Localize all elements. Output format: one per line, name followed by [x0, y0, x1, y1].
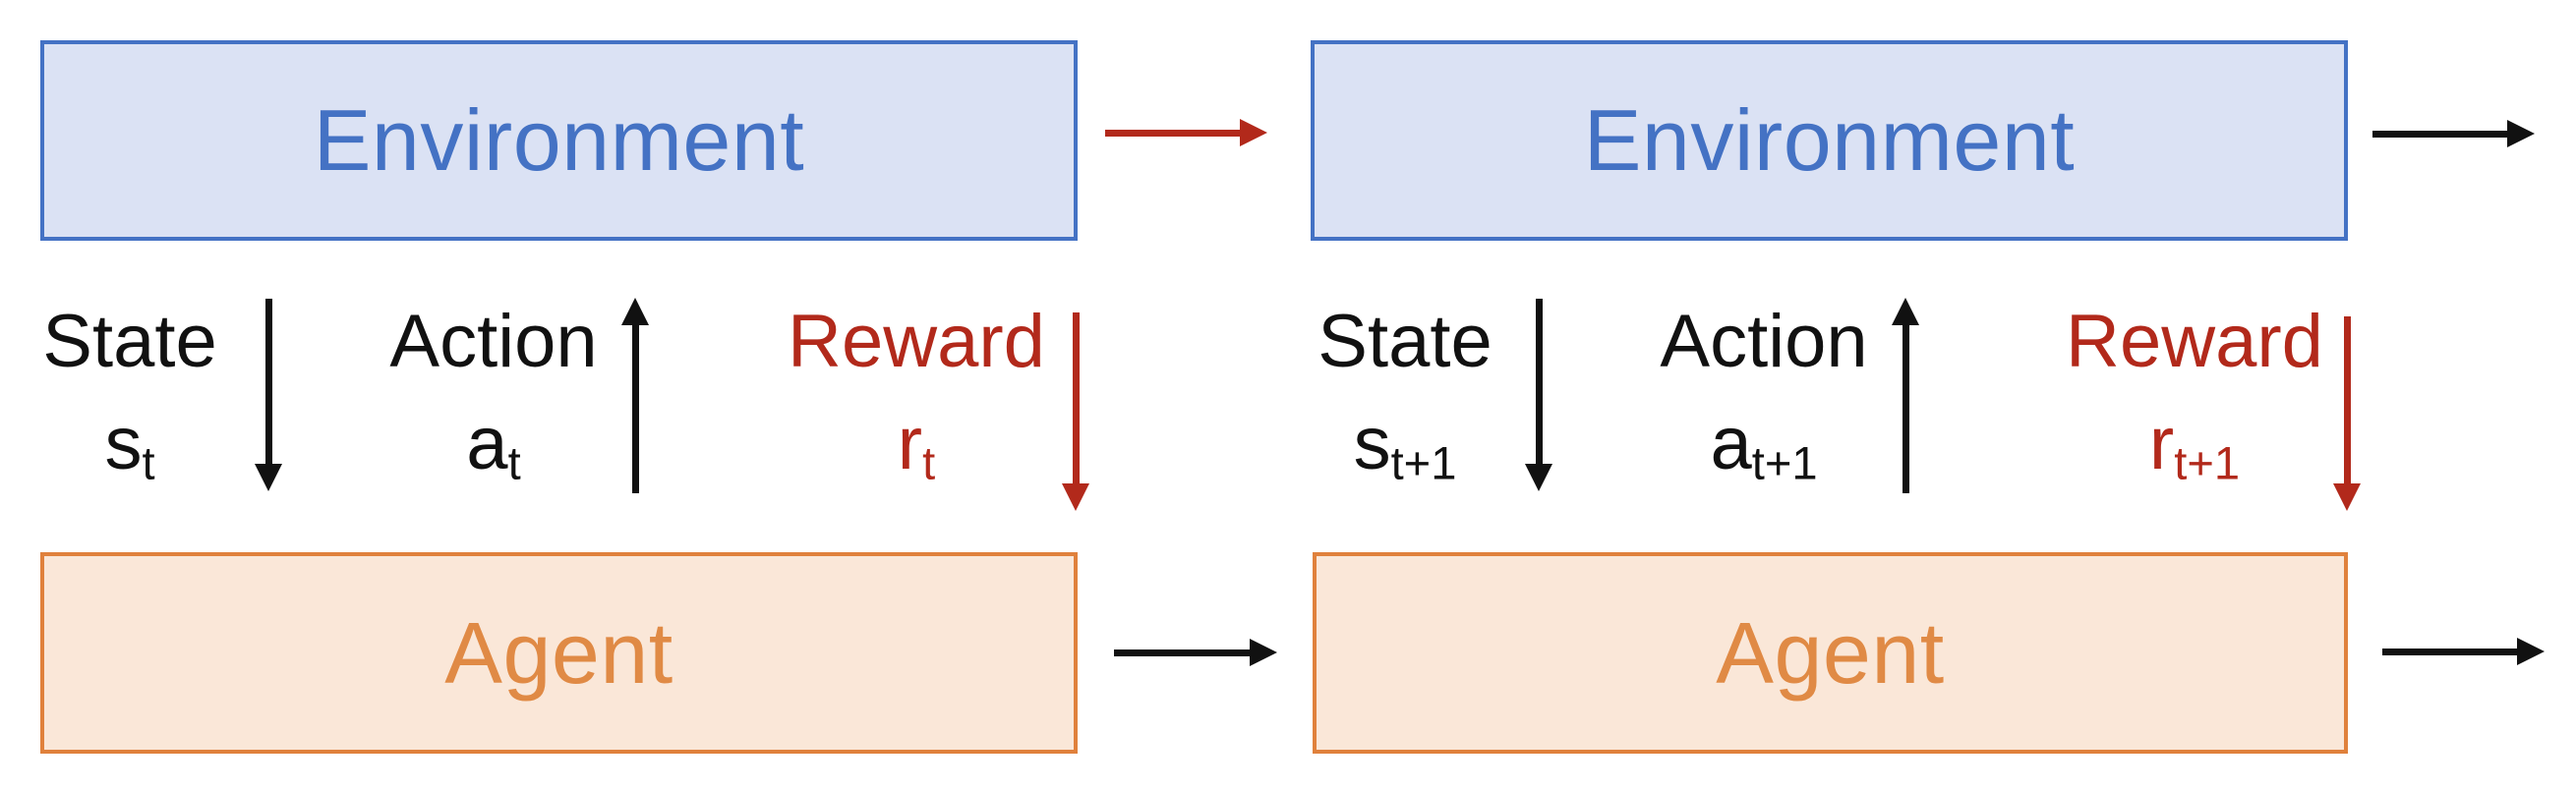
reward-label-t: Reward rt — [788, 300, 1045, 489]
action-symbol-t: at — [466, 402, 521, 489]
environment-label: Environment — [313, 91, 805, 189]
action-label-t1: Action at+1 — [1660, 300, 1868, 489]
action-symbol-t1: at+1 — [1710, 402, 1818, 489]
agent-box-t1: Agent — [1313, 552, 2348, 754]
reward-symbol-t1: rt+1 — [2148, 402, 2241, 489]
agent-label: Agent — [1716, 603, 1945, 702]
reward-label-t1: Reward rt+1 — [2066, 300, 2323, 489]
agent-box-t: Agent — [40, 552, 1078, 754]
environment-box-t: Environment — [40, 40, 1078, 241]
agent-label: Agent — [444, 603, 673, 702]
environment-label: Environment — [1583, 91, 2076, 189]
reward-symbol-t: rt — [897, 402, 936, 489]
state-symbol-t: st — [104, 402, 155, 489]
action-label-t: Action at — [389, 300, 598, 489]
state-label-t1: State st+1 — [1317, 300, 1493, 489]
state-symbol-t1: st+1 — [1353, 402, 1457, 489]
state-label-t: State st — [42, 300, 217, 489]
environment-box-t1: Environment — [1311, 40, 2348, 241]
